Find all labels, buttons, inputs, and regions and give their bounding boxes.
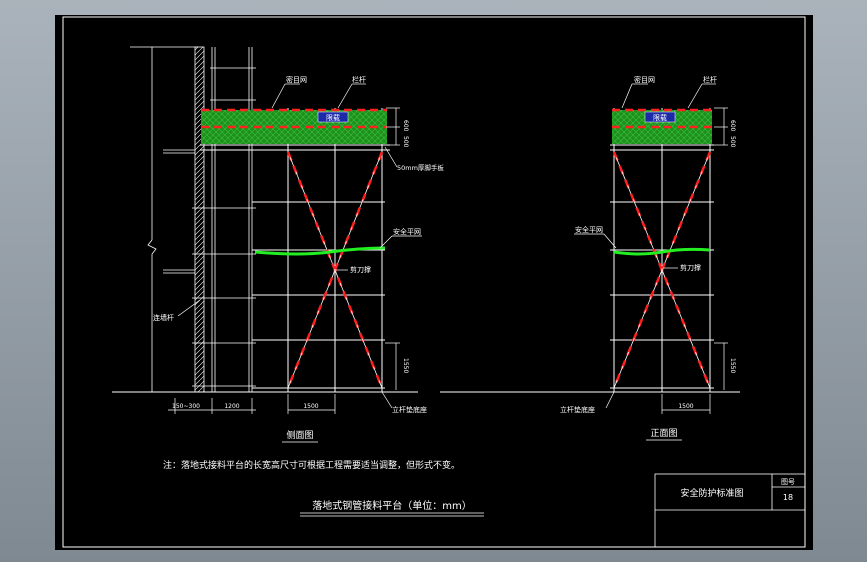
label-scissor: 剪刀撑 (680, 263, 701, 272)
svg-text:600: 600 (402, 120, 409, 132)
load-limit-text: 限载 (653, 113, 667, 122)
side-view: 限载 600 500 1550 1500 150~300 1200 密目网 (112, 46, 444, 443)
load-limit-sign (317, 111, 349, 123)
svg-text:1500: 1500 (303, 403, 318, 410)
front-view: 限载 600 500 1550 1500 密目网 栏杆 安全平网 剪刀撑 立杆垫… (440, 75, 740, 441)
label-board: 50mm厚脚手板 (397, 163, 444, 172)
sheet-label: 图号 (781, 478, 795, 486)
label-support: 立杆垫底座 (560, 405, 595, 414)
sheet-number: 18 (783, 493, 793, 502)
drawing-border (62, 16, 806, 548)
label-flat-net: 安全平网 (575, 225, 603, 234)
break-symbol (147, 239, 157, 255)
svg-text:150~300: 150~300 (172, 403, 200, 410)
flat-net (254, 246, 386, 256)
label-safety-net: 密目网 (634, 75, 655, 84)
drawing-sheet (55, 15, 813, 550)
drawing-note: 注：落地式接料平台的长宽高尺寸可根据工程需要适当调整，但形式不变。 (163, 459, 460, 471)
side-view-caption: 侧面图 (286, 429, 313, 441)
building-wall (194, 46, 205, 393)
svg-text:500: 500 (402, 136, 409, 148)
svg-text:1500: 1500 (678, 403, 693, 410)
svg-text:1550: 1550 (402, 358, 409, 373)
drawing-title: 落地式钢管接料平台（单位：mm） (312, 499, 471, 512)
svg-text:500: 500 (729, 136, 736, 148)
title-block-name: 安全防护标准图 (680, 487, 743, 499)
title-block: 安全防护标准图 图号 18 (654, 473, 806, 548)
label-scissor: 剪刀撑 (350, 265, 371, 274)
label-tie: 连墙杆 (153, 313, 174, 322)
front-view-caption: 正面图 (650, 428, 677, 439)
label-railing: 栏杆 (352, 75, 366, 84)
svg-text:600: 600 (729, 120, 736, 132)
load-limit-sign (644, 111, 676, 123)
label-railing: 栏杆 (703, 75, 717, 84)
label-support: 立杆垫底座 (392, 405, 427, 414)
svg-text:1550: 1550 (729, 358, 736, 373)
label-safety-net: 密目网 (286, 75, 307, 84)
svg-text:1200: 1200 (224, 403, 239, 410)
flat-net (613, 247, 711, 256)
load-limit-text: 限载 (326, 113, 340, 122)
label-flat-net: 安全平网 (393, 227, 421, 236)
